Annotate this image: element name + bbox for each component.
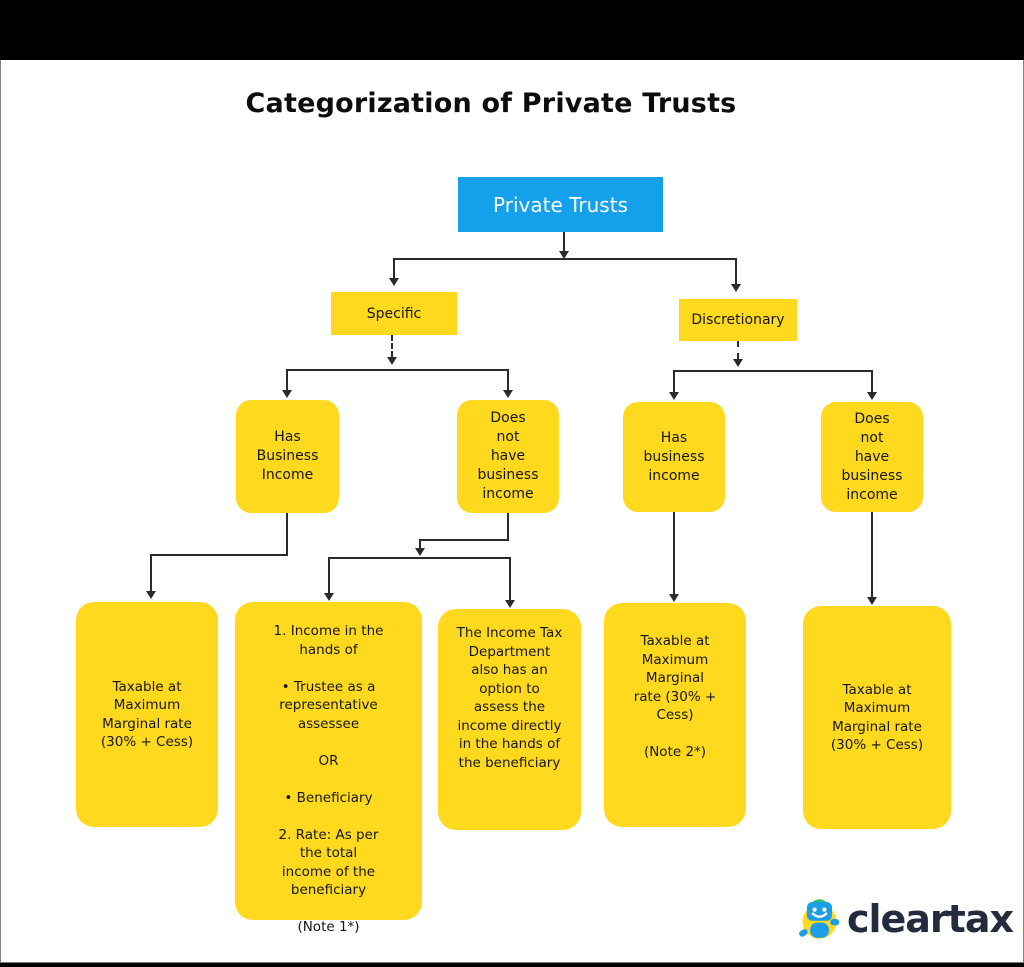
leaf-taxable-mmr-note2-label: Taxable at Maximum Marginal rate (30% + … (633, 633, 717, 760)
connector-discretionary-dashed (737, 341, 739, 359)
leaf-itd-option: The Income Tax Department also has an op… (438, 609, 581, 830)
connector-hbi-down (286, 513, 288, 554)
node-specific: Specific (331, 292, 457, 335)
arrowhead-root (559, 251, 569, 259)
node-no-business-income-label: Does not have business income (477, 410, 539, 502)
connector-to-leaf-e (871, 512, 873, 597)
arrowhead-leaf-c (505, 600, 515, 608)
node-private-trusts: Private Trusts (458, 177, 663, 232)
connector-nbi-drop (419, 539, 421, 548)
diagram-canvas: Categorization of Private Trusts Private… (0, 60, 1024, 963)
node-discretionary: Discretionary (679, 299, 797, 341)
connector-to-leaf-d (673, 512, 675, 594)
arrowhead-discretionary-split (733, 359, 743, 367)
connector-top-split (394, 258, 737, 260)
leaf-taxable-mmr-right-label: Taxable at Maximum Marginal rate (30% + … (830, 681, 924, 754)
leaf-taxable-mmr-left-label: Taxable at Maximum Marginal rate (30% + … (100, 678, 194, 751)
connector-nbi-split (329, 557, 510, 559)
node-no-business-income: Does not have business income (457, 400, 559, 513)
connector-to-leaf-c (509, 557, 511, 600)
leaf-taxable-mmr-left: Taxable at Maximum Marginal rate (30% + … (76, 602, 218, 827)
arrowhead-disc-has-bi (669, 392, 679, 400)
connector-to-discretionary (735, 258, 737, 284)
connector-to-has-bi (286, 369, 288, 390)
connector-nbi-left (420, 539, 509, 541)
leaf-taxable-mmr-note2: Taxable at Maximum Marginal rate (30% + … (604, 603, 746, 827)
page-title: Categorization of Private Trusts (245, 88, 737, 119)
connector-to-no-bi (507, 369, 509, 390)
node-disc-no-business-income-label: Does not have business income (841, 410, 903, 503)
arrowhead-specific (389, 278, 399, 286)
arrowhead-leaf-b (324, 593, 334, 601)
connector-nbi-down (507, 513, 509, 539)
arrowhead-leaf-e (867, 597, 877, 605)
node-private-trusts-label: Private Trusts (493, 192, 628, 217)
arrowhead-leaf-a (146, 591, 156, 599)
arrowhead-discretionary (731, 284, 741, 292)
node-disc-has-business-income-label: Has business income (643, 429, 705, 484)
node-has-business-income: Has Business Income (236, 400, 339, 513)
connector-to-specific (393, 258, 395, 278)
node-disc-has-business-income: Has business income (623, 402, 725, 512)
bottom-black-bar (0, 963, 1024, 967)
connector-to-disc-no-bi (871, 370, 873, 392)
node-has-business-income-label: Has Business Income (256, 429, 319, 483)
connector-root-stem (563, 232, 565, 251)
arrowhead-nbi-split (415, 548, 425, 556)
top-black-bar (0, 0, 1024, 60)
cleartax-wordmark: cleartax (846, 897, 1014, 941)
arrowhead-no-bi (503, 390, 513, 398)
cleartax-logo: cleartax (798, 892, 1014, 946)
leaf-itd-option-label: The Income Tax Department also has an op… (456, 625, 563, 771)
connector-specific-split (287, 369, 509, 371)
connector-to-disc-has-bi (673, 370, 675, 392)
connector-discretionary-split (674, 370, 872, 372)
cleartax-mascot-icon (799, 899, 840, 939)
connector-hbi-left (151, 554, 288, 556)
arrowhead-has-bi (282, 390, 292, 398)
leaf-taxable-mmr-right: Taxable at Maximum Marginal rate (30% + … (803, 606, 951, 829)
arrowhead-disc-no-bi (867, 392, 877, 400)
leaf-income-in-hands-label: 1. Income in the hands of • Trustee as a… (273, 623, 384, 935)
node-specific-label: Specific (366, 305, 422, 322)
connector-hbi-drop (150, 554, 152, 591)
node-disc-no-business-income: Does not have business income (821, 402, 923, 512)
arrowhead-leaf-d (669, 594, 679, 602)
node-discretionary-label: Discretionary (691, 312, 785, 328)
arrowhead-specific-split (387, 357, 397, 365)
connector-to-leaf-b (328, 557, 330, 593)
leaf-income-in-hands: 1. Income in the hands of • Trustee as a… (235, 602, 422, 935)
connector-specific-dashed (391, 335, 393, 357)
